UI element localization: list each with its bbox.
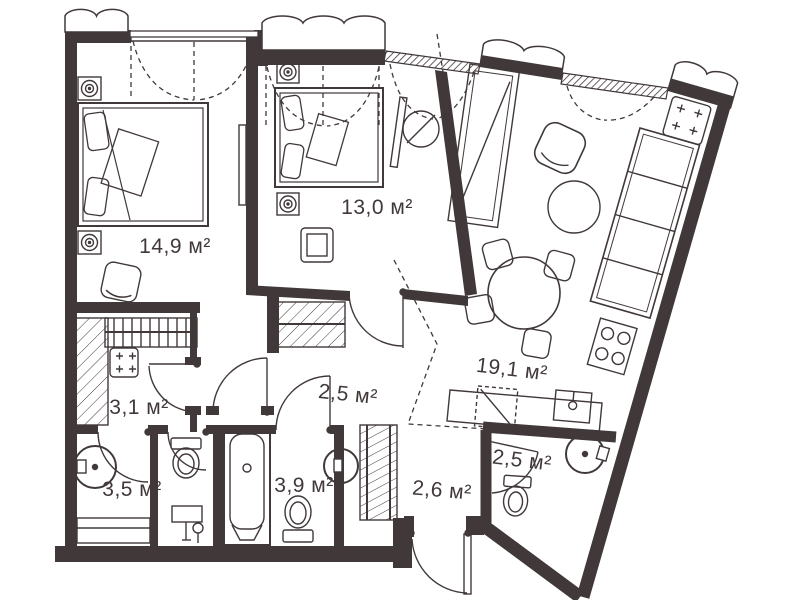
- blanket-icon: [305, 112, 350, 167]
- washbasin-icon: [323, 448, 359, 484]
- chair-icon: [464, 294, 495, 325]
- mirror-icon: [402, 110, 440, 148]
- curtains: [132, 40, 655, 127]
- sink-icon: [552, 389, 593, 424]
- room-bedroom-2: [274, 60, 440, 263]
- nightstand-icon: [300, 227, 334, 263]
- kitchen-cabinet-run-icon: [589, 127, 701, 320]
- walls: [55, 30, 734, 600]
- door-icon: [484, 437, 539, 494]
- window-icon: [383, 50, 481, 75]
- room-labels: 14,9 м² 13,0 м² 19,1 м² 3,1 м² 2,5 м² 3,…: [102, 196, 553, 505]
- curtain-icon: [195, 40, 256, 101]
- shelving-icon: [74, 317, 109, 426]
- curtain-icon: [389, 63, 434, 120]
- armchair-icon: [533, 121, 587, 175]
- room-label-bathroom-1: 3,5 м²: [102, 478, 161, 501]
- curtain-icon: [132, 40, 195, 101]
- window-jamb-dashes: [130, 33, 444, 128]
- curtain-icon: [603, 96, 655, 121]
- toilet-icon: [282, 495, 314, 543]
- door-icon: [97, 428, 152, 483]
- wardrobe-icon: [447, 63, 521, 229]
- room-label-walk-in-closet: 3,1 м²: [109, 396, 168, 419]
- tv-icon: [389, 96, 408, 169]
- blanket-icon: [100, 128, 160, 197]
- room-bathroom-2: [223, 427, 359, 546]
- toilet-icon: [502, 474, 532, 517]
- door-icon: [275, 375, 334, 434]
- room-label-entry-hall: 2,6 м²: [411, 476, 472, 504]
- curtain-icon: [266, 66, 326, 127]
- room-living-kitchen: [446, 63, 712, 435]
- window-pelmets: [64, 8, 739, 109]
- chair-icon: [521, 328, 552, 359]
- windows: [129, 30, 669, 128]
- pouf-icon: [547, 180, 601, 234]
- armchair-icon: [100, 261, 142, 303]
- ceiling-light-icon: [77, 76, 102, 101]
- pillow-icon: [83, 111, 110, 152]
- kitchen-counter-icon: [446, 389, 603, 435]
- curtain-icon: [434, 71, 475, 120]
- zoning-line: [393, 259, 489, 430]
- room-label-bathroom-3: 2,5 м²: [491, 445, 553, 475]
- window-icon: [129, 30, 259, 42]
- ventilation-shaft-icon: [359, 424, 398, 521]
- room-label-bedroom-1: 14,9 м²: [139, 235, 211, 258]
- curtain-icon: [326, 66, 380, 127]
- washbasin-icon: [565, 434, 611, 474]
- chair-icon: [481, 238, 514, 271]
- bed-icon: [274, 87, 384, 188]
- chair-icon: [543, 249, 576, 282]
- room-label-bathroom-2: 3,9 м²: [274, 474, 333, 497]
- bed-icon: [77, 102, 209, 227]
- dining-table-icon: [464, 238, 576, 359]
- washbasin-icon: [73, 445, 117, 489]
- tv-icon: [238, 124, 247, 206]
- hob-icon: [662, 96, 712, 146]
- room-walk-in-closet: [74, 317, 198, 426]
- entrance-door-icon: [407, 529, 472, 595]
- ceiling-light-icon: [276, 60, 300, 84]
- washstand-icon: [171, 505, 204, 543]
- door-icon: [212, 357, 271, 416]
- toilet-icon: [170, 437, 202, 479]
- counter-icon: [76, 517, 151, 544]
- bathtub-icon: [223, 427, 271, 546]
- room-label-living-kitchen: 19,1 м²: [475, 354, 549, 386]
- shelving-icon: [104, 317, 198, 348]
- wardrobe-icon: [274, 301, 346, 348]
- pillow-icon: [83, 176, 110, 217]
- curtain-icon: [566, 85, 603, 121]
- ceiling-light-icon: [276, 192, 300, 216]
- ceiling-light-icon: [77, 230, 102, 255]
- door-icon: [148, 360, 201, 413]
- hob-icon: [109, 347, 139, 378]
- pelmet-icon: [261, 15, 386, 51]
- room-wc: [170, 437, 204, 543]
- pillow-icon: [280, 94, 305, 132]
- hob-icon: [586, 317, 638, 376]
- room-bathroom-1: [73, 445, 151, 544]
- room-label-hallway: 2,5 м²: [317, 380, 379, 409]
- pillow-icon: [280, 142, 305, 180]
- room-bedroom-1: [77, 76, 247, 303]
- pelmet-icon: [64, 8, 129, 33]
- door-icon: [348, 288, 407, 348]
- window-icon: [560, 72, 669, 100]
- room-label-bedroom-2: 13,0 м²: [341, 196, 413, 219]
- room-bathroom-3: [502, 434, 611, 517]
- washing-machine-icon: [473, 385, 519, 431]
